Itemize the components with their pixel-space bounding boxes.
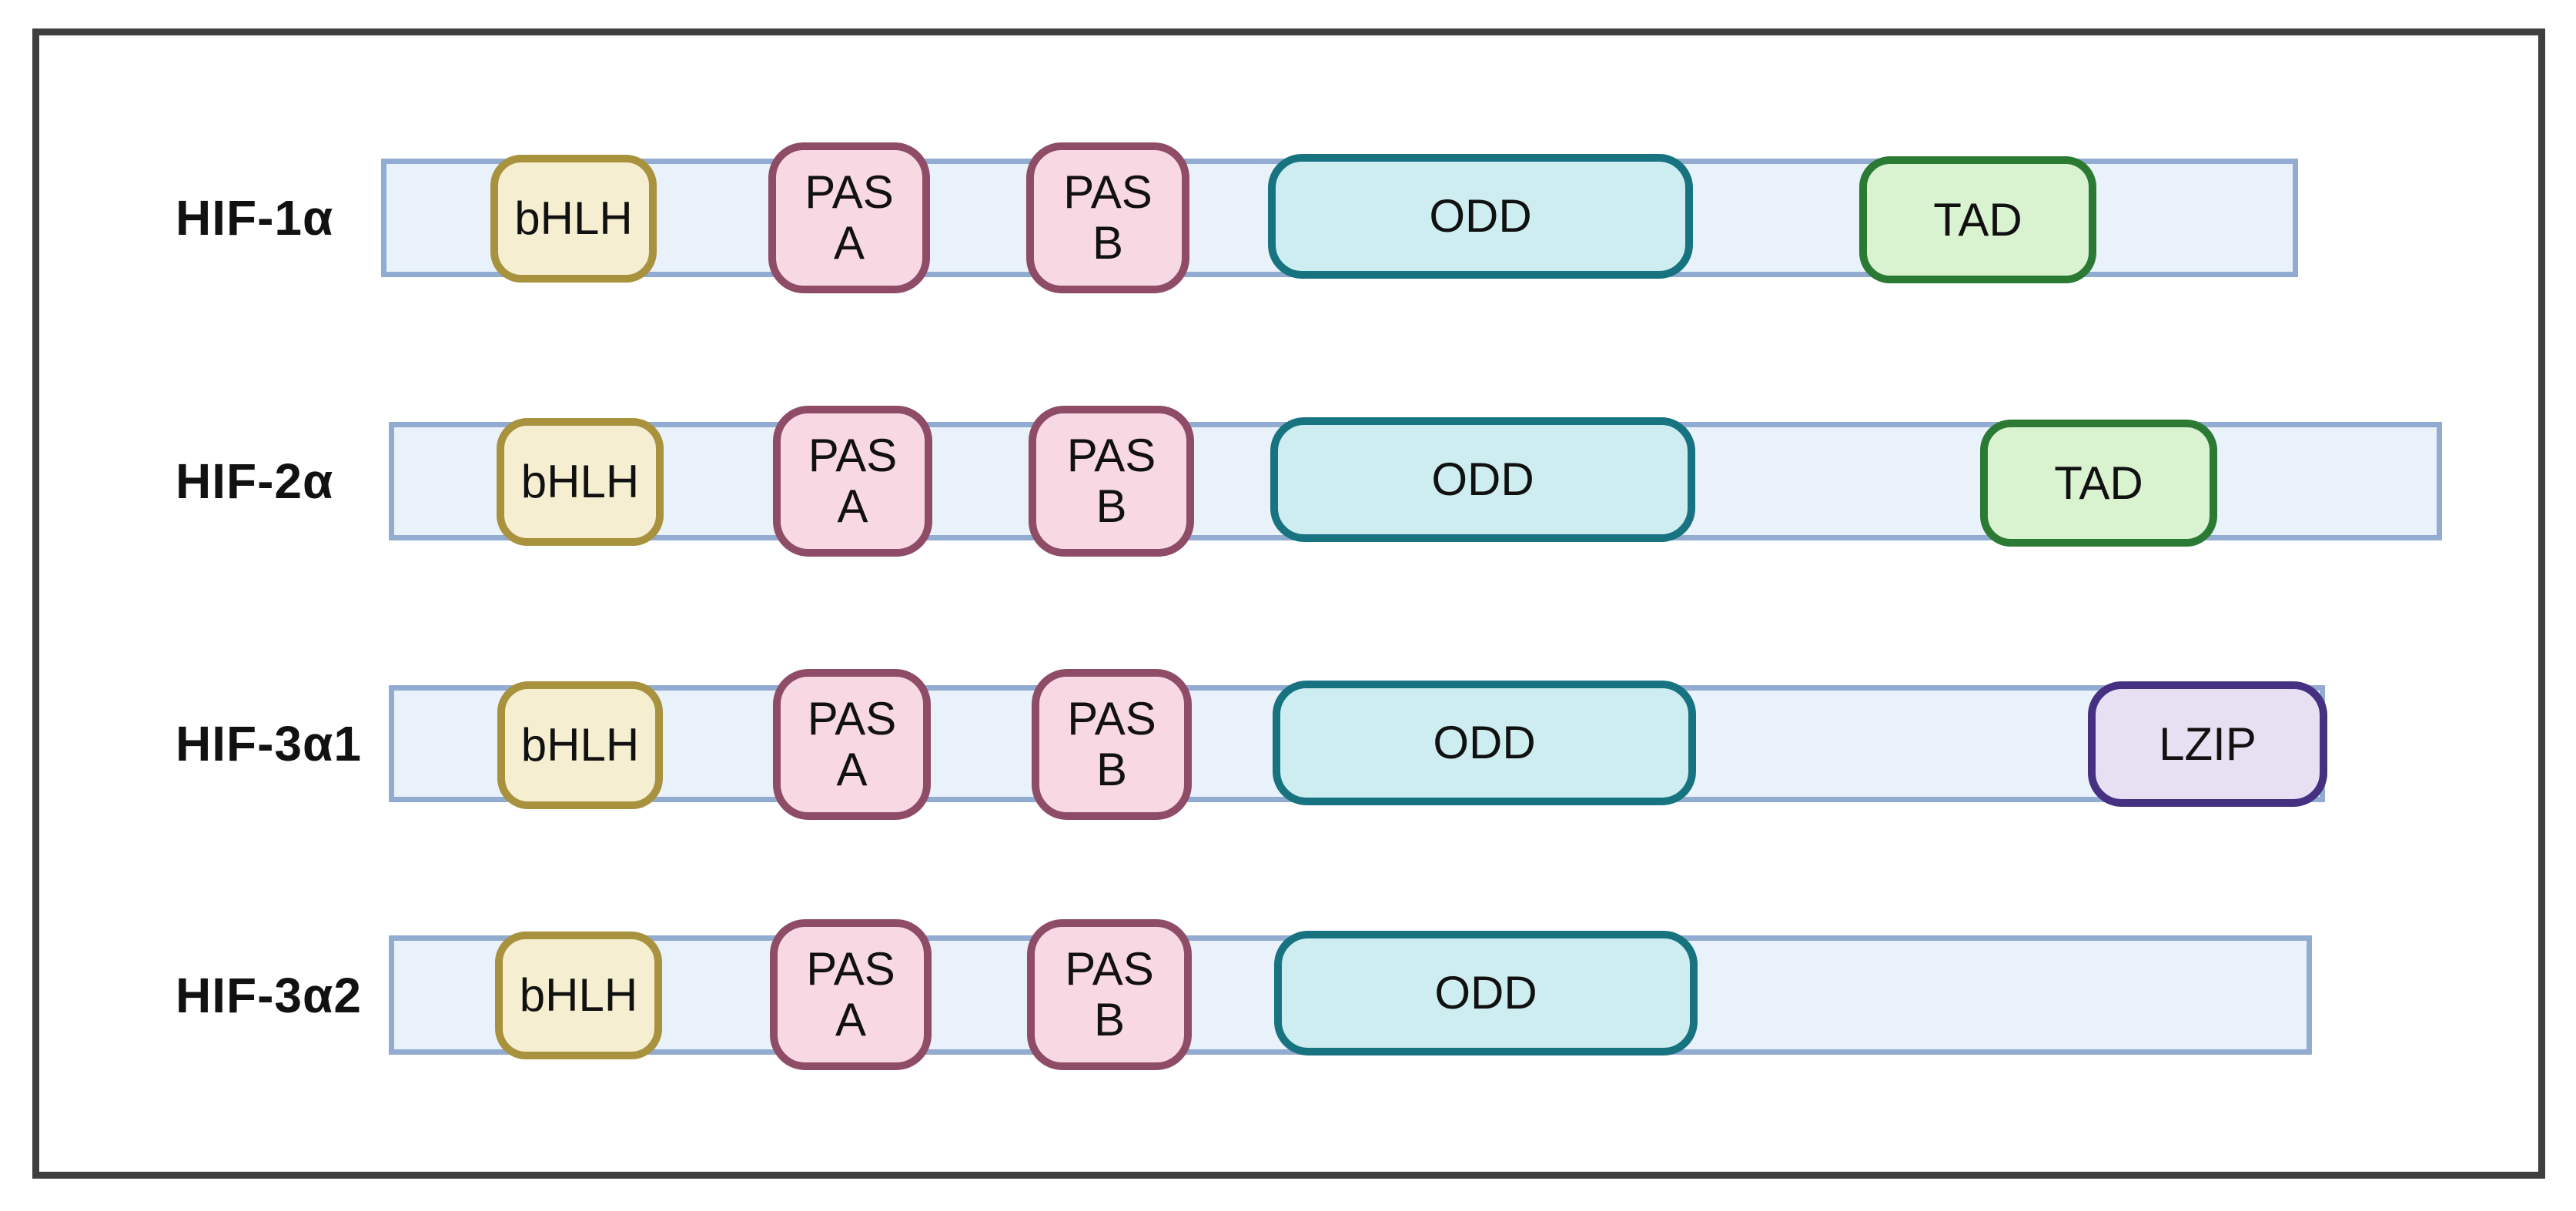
domain-label: PAS B — [1063, 166, 1153, 269]
domain-bhlh-hif-3a1: bHLH — [497, 681, 663, 809]
protein-label-hif-3a2: HIF-3α2 — [176, 967, 362, 1023]
domain-tad-hif-1a: TAD — [1859, 156, 2096, 283]
domain-label: bHLH — [520, 719, 640, 771]
domain-label: PAS A — [807, 693, 897, 795]
domain-bhlh-hif-1a: bHLH — [490, 155, 657, 283]
domain-label: bHLH — [519, 969, 638, 1021]
domain-tad-hif-2a: TAD — [1980, 420, 2217, 547]
domain-odd-hif-3a2: ODD — [1274, 931, 1698, 1055]
domain-bhlh-hif-3a2: bHLH — [495, 932, 662, 1059]
domain-label: PAS A — [806, 943, 895, 1045]
protein-label-hif-3a1: HIF-3α1 — [176, 716, 362, 771]
domain-pas-b-hif-2a: PAS B — [1029, 406, 1194, 557]
domain-pas-a-hif-3a1: PAS A — [773, 669, 931, 820]
domain-odd-hif-1a: ODD — [1268, 154, 1693, 279]
domain-label: TAD — [2054, 457, 2143, 509]
domain-label: PAS B — [1066, 430, 1156, 532]
domain-label: ODD — [1429, 190, 1532, 242]
domain-pas-b-hif-1a: PAS B — [1026, 142, 1189, 293]
domain-pas-b-hif-3a1: PAS B — [1032, 669, 1192, 820]
domain-label: ODD — [1433, 717, 1536, 768]
domain-bhlh-hif-2a: bHLH — [497, 418, 664, 546]
domain-label: PAS A — [805, 166, 894, 269]
domain-label: PAS B — [1065, 943, 1154, 1045]
domain-label: PAS A — [808, 430, 898, 532]
domain-pas-a-hif-3a2: PAS A — [770, 919, 932, 1070]
domain-odd-hif-2a: ODD — [1270, 417, 1695, 542]
domain-label: bHLH — [520, 456, 640, 507]
domain-pas-a-hif-1a: PAS A — [768, 142, 930, 293]
domain-label: ODD — [1431, 453, 1534, 505]
domain-label: TAD — [1933, 193, 2022, 246]
protein-label-hif-1a: HIF-1α — [176, 190, 334, 246]
domain-lzip-hif-3a1: LZIP — [2088, 681, 2327, 807]
domain-label: LZIP — [2159, 718, 2257, 770]
domain-label: PAS B — [1067, 693, 1156, 795]
domain-pas-a-hif-2a: PAS A — [773, 406, 932, 557]
domain-pas-b-hif-3a2: PAS B — [1027, 919, 1192, 1070]
domain-odd-hif-3a1: ODD — [1273, 681, 1696, 805]
protein-label-hif-2a: HIF-2α — [176, 453, 334, 509]
domain-label: bHLH — [514, 192, 633, 244]
domain-label: ODD — [1434, 967, 1537, 1019]
